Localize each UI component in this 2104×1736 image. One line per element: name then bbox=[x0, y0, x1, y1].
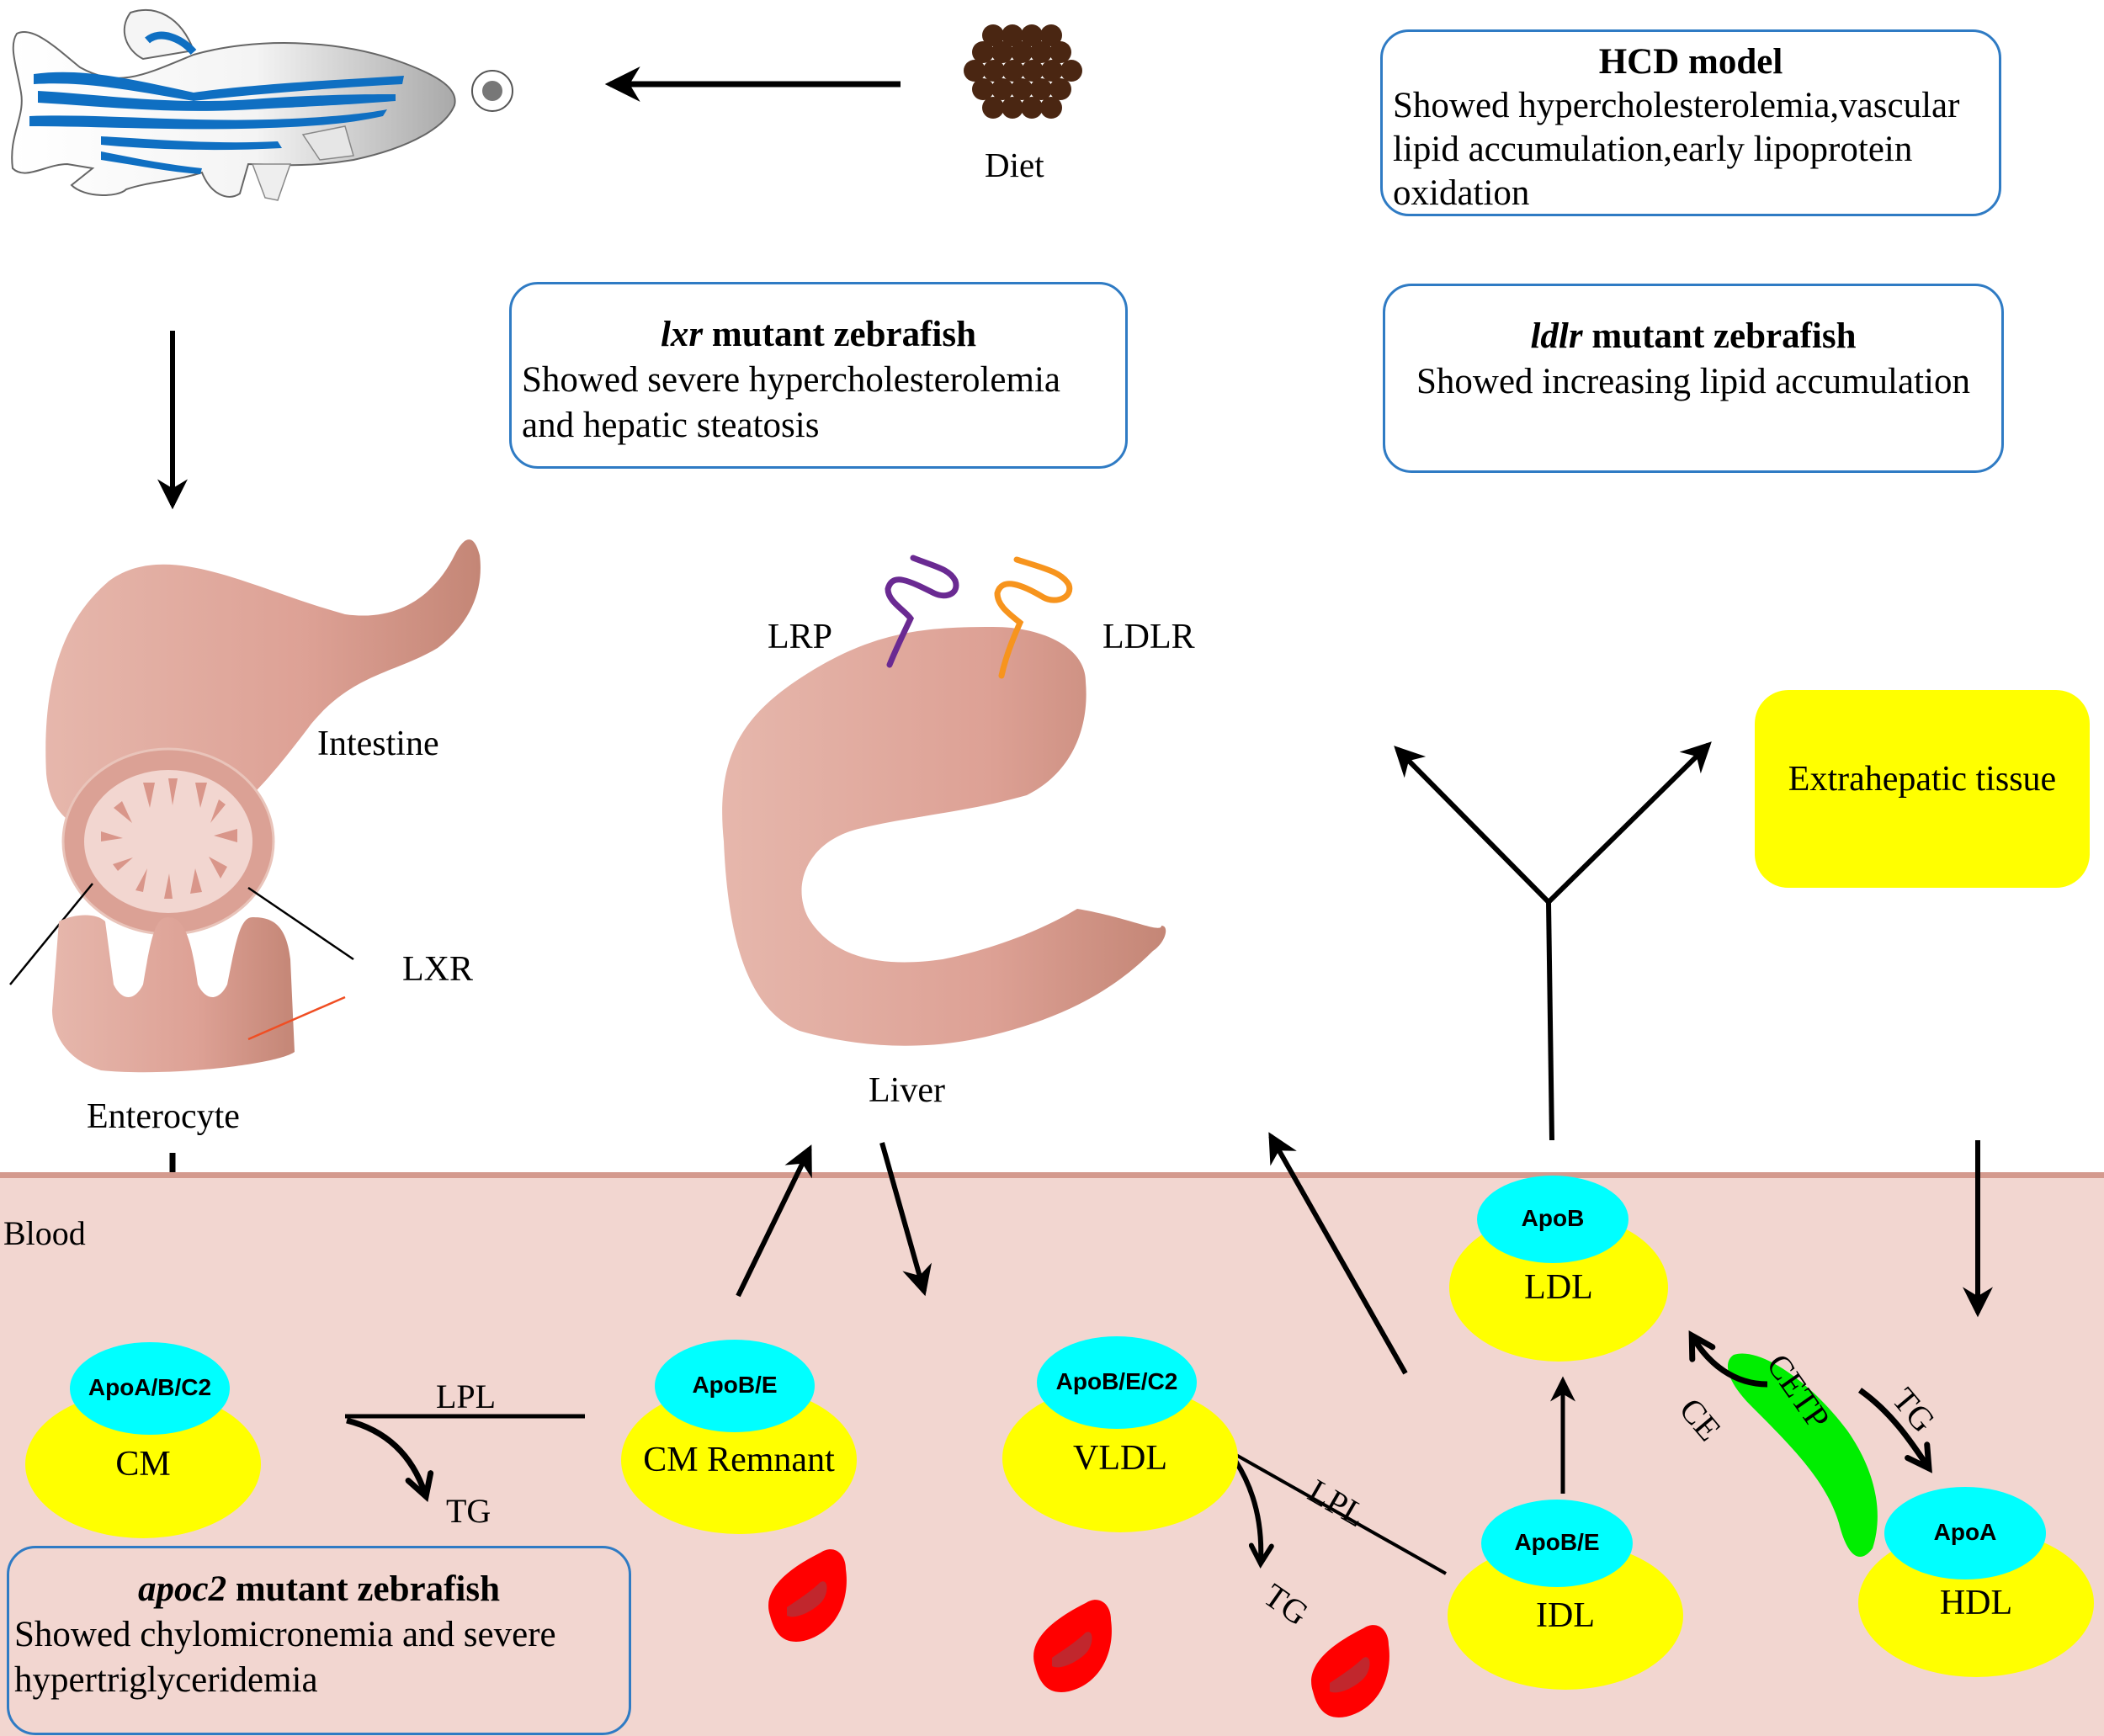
red-blood-cell bbox=[1033, 1600, 1112, 1692]
tg-release-arrow-2 bbox=[1233, 1459, 1274, 1569]
lipoprotein-cm bbox=[25, 1342, 261, 1538]
extrahepatic-tissue-label: Extrahepatic tissue bbox=[1788, 760, 2057, 799]
ldl-uptake-fork-arrow bbox=[1394, 741, 1712, 1141]
lipoprotein-cm-remnant bbox=[621, 1340, 857, 1534]
lipoprotein-particles bbox=[25, 1176, 2094, 1690]
lrp-receptor-icon bbox=[885, 555, 959, 668]
red-blood-cells bbox=[768, 1549, 1389, 1717]
lipoprotein-vldl bbox=[1002, 1336, 1238, 1532]
ldl-apolipoprotein bbox=[1477, 1176, 1628, 1263]
hcd-box-line-2: lipid accumulation,early lipoprotein bbox=[1393, 130, 1913, 169]
cm-remnant-core-label: CM Remnant bbox=[643, 1441, 835, 1479]
liver-to-vldl-arrow bbox=[879, 1142, 932, 1297]
ldlr-box-title-rest: mutant zebrafish bbox=[1582, 316, 1857, 356]
idl-core-label: IDL bbox=[1536, 1596, 1595, 1635]
apoc2-box-line-1: Showed chylomicronemia and severe bbox=[14, 1615, 556, 1654]
vldl-apo-label: ApoB/E/C2 bbox=[1055, 1368, 1178, 1394]
hcd-box-title: HCD model bbox=[1598, 42, 1783, 82]
ldl-core-label: LDL bbox=[1524, 1268, 1593, 1307]
idl-core bbox=[1448, 1542, 1683, 1690]
idl-apolipoprotein bbox=[1481, 1500, 1633, 1587]
red-blood-cell bbox=[768, 1549, 847, 1642]
cm-remnant-apolipoprotein bbox=[655, 1340, 815, 1432]
lxr-label: LXR bbox=[402, 950, 473, 989]
cm-remnant-apo-label: ApoB/E bbox=[692, 1372, 778, 1398]
hcd-box-line-3: oxidation bbox=[1393, 173, 1530, 213]
tg-release-arrow-1 bbox=[346, 1417, 434, 1503]
vldl-core bbox=[1002, 1384, 1238, 1532]
idl-apo-label: ApoB/E bbox=[1514, 1529, 1600, 1555]
intestine-illustration bbox=[9, 539, 481, 1073]
lpl-label-1: LPL bbox=[436, 1378, 497, 1415]
ldlr-box-title: ldlr mutant zebrafish bbox=[1385, 314, 2001, 359]
idl-to-liver-arrow bbox=[1268, 1132, 1408, 1375]
hdl-apo-label: ApoA bbox=[1933, 1519, 1997, 1545]
diet-label: Diet bbox=[985, 146, 1044, 184]
extrahepatic-tissue-box: Extrahepatic tissue bbox=[1755, 690, 2090, 888]
lipoprotein-ldl bbox=[1449, 1176, 1668, 1362]
lxr-gene-name: lxr bbox=[660, 315, 704, 354]
cm-core bbox=[25, 1390, 261, 1538]
hcd-box-line-1: Showed hypercholesterolemia,vascular bbox=[1393, 86, 1960, 125]
vldl-apolipoprotein bbox=[1037, 1336, 1197, 1429]
ce-transfer-arrow bbox=[1688, 1330, 1768, 1388]
apoc2-box-title-rest: mutant zebrafish bbox=[226, 1569, 500, 1609]
ldlr-receptor-icon bbox=[994, 556, 1073, 679]
apoc2-gene-name: apoc2 bbox=[138, 1569, 227, 1609]
vldl-core-label: VLDL bbox=[1073, 1439, 1167, 1478]
ldl-apo-label: ApoB bbox=[1521, 1205, 1585, 1231]
apoc2-box-line-2: hypertriglyceridemia bbox=[14, 1660, 318, 1700]
liver-illustration bbox=[722, 555, 1166, 1046]
tg-label-1: TG bbox=[446, 1492, 491, 1530]
intestine-label: Intestine bbox=[317, 725, 439, 763]
diet-pellets-icon bbox=[964, 24, 1082, 119]
cm-remnant-core bbox=[621, 1386, 857, 1534]
lxr-box-title: lxr mutant zebrafish bbox=[512, 312, 1125, 358]
cetp-shape bbox=[1727, 1353, 1878, 1557]
cm-remnant-to-liver-arrow bbox=[736, 1144, 812, 1298]
red-blood-cell bbox=[1311, 1625, 1389, 1717]
apoc2-box-title: apoc2 mutant zebrafish bbox=[9, 1567, 629, 1612]
lxr-mutant-box: lxr mutant zebrafish Showed severe hyper… bbox=[509, 282, 1128, 469]
hcd-model-box: HCD model Showed hypercholesterolemia,va… bbox=[1380, 29, 2001, 216]
tg-transfer-arrow bbox=[1857, 1388, 1932, 1473]
apoc2-mutant-box: apoc2 mutant zebrafish Showed chylomicro… bbox=[7, 1546, 631, 1735]
cm-core-label: CM bbox=[115, 1445, 171, 1484]
lxr-box-line-2: and hepatic steatosis bbox=[522, 406, 820, 445]
zebrafish-illustration bbox=[11, 9, 513, 201]
lrp-label: LRP bbox=[768, 618, 833, 656]
blood-label: Blood bbox=[3, 1214, 86, 1252]
enterocyte-label: Enterocyte bbox=[87, 1097, 240, 1136]
cm-apo-label: ApoA/B/C2 bbox=[88, 1374, 212, 1400]
ldlr-box-line-1: Showed increasing lipid accumulation bbox=[1416, 362, 1970, 401]
lipoprotein-hdl bbox=[1858, 1487, 2094, 1677]
hdl-core-label: HDL bbox=[1939, 1584, 2013, 1622]
ldlr-mutant-box: ldlr mutant zebrafish Showed increasing … bbox=[1383, 284, 2004, 473]
ldlr-gene-name: ldlr bbox=[1530, 316, 1583, 356]
ldlr-label: LDLR bbox=[1102, 618, 1195, 656]
hdl-apolipoprotein bbox=[1884, 1487, 2046, 1579]
lxr-box-line-1: Showed severe hypercholesterolemia bbox=[522, 360, 1060, 400]
cm-apolipoprotein bbox=[70, 1342, 230, 1435]
lipoprotein-idl bbox=[1448, 1500, 1683, 1690]
liver-label: Liver bbox=[869, 1071, 945, 1110]
blood-border bbox=[0, 1172, 2104, 1178]
lpl-line-2 bbox=[1234, 1452, 1447, 1575]
lxr-box-title-rest: mutant zebrafish bbox=[703, 315, 977, 354]
